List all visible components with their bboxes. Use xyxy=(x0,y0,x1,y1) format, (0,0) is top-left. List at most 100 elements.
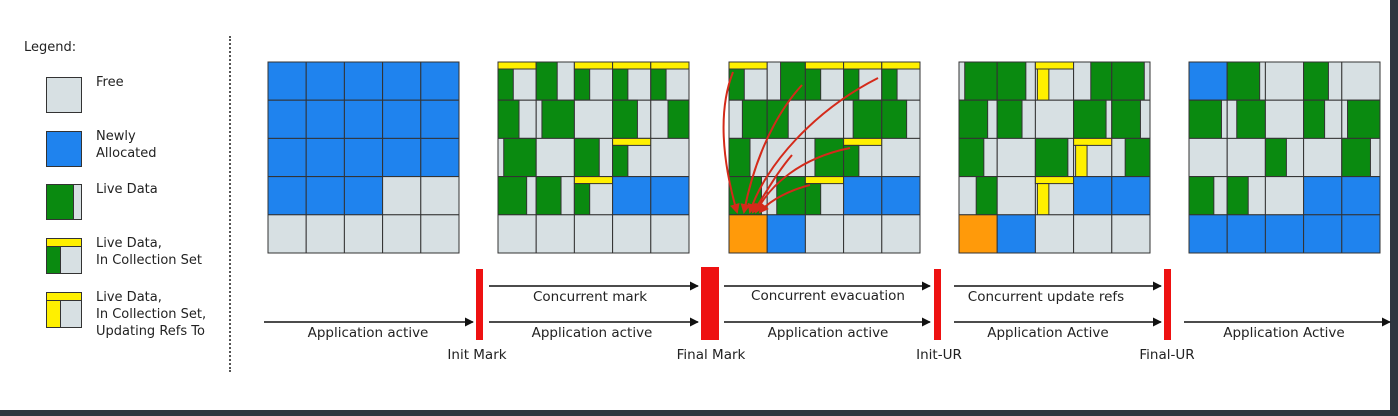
concurrent-update-refs-label: Concurrent update refs xyxy=(968,289,1124,305)
updating-refs-block xyxy=(1036,68,1050,101)
collection-set-marker xyxy=(612,61,652,70)
heap-region-free xyxy=(573,214,614,254)
heap-region-free xyxy=(267,214,307,254)
live-data-block xyxy=(1073,99,1107,139)
legend-divider xyxy=(229,36,231,372)
heap-region-newly-allocated xyxy=(612,176,652,216)
heap-region-newly-allocated xyxy=(343,99,384,139)
collection-set-marker xyxy=(1034,61,1075,70)
heap-region-newly-allocated xyxy=(1303,214,1343,254)
updating-refs-block xyxy=(1075,144,1088,178)
heap-region-newly-allocated xyxy=(267,99,307,139)
live-data-block xyxy=(780,61,806,101)
heap-region-free xyxy=(1188,137,1228,178)
live-data-block xyxy=(1111,99,1141,139)
collection-set-marker xyxy=(573,176,614,185)
newly-allocated-swatch xyxy=(46,131,82,167)
live-data-block xyxy=(741,99,768,139)
heap-region-free xyxy=(804,99,845,139)
init-mark-pause-bar xyxy=(476,269,483,340)
heap-region-free xyxy=(996,176,1036,216)
heap-region-free xyxy=(420,214,460,254)
heap-region-free xyxy=(1264,99,1305,139)
live-data-block xyxy=(612,144,629,178)
heap-region-free xyxy=(573,99,614,139)
legend-item-free: Free xyxy=(46,75,236,117)
live-data-block xyxy=(650,68,667,101)
legend-label-newly-allocated: Newly Allocated xyxy=(96,129,157,161)
heap-region-newly-allocated xyxy=(305,176,345,216)
live-data-block xyxy=(612,68,629,101)
live-data-block xyxy=(535,61,558,101)
live-data-block xyxy=(843,144,860,178)
heap-region-free xyxy=(804,214,845,254)
heap-region-newly-allocated xyxy=(1188,61,1228,101)
live-data-block xyxy=(541,99,575,139)
collection-set-marker xyxy=(650,61,690,70)
live-data-block xyxy=(1124,137,1151,178)
heap-region-free xyxy=(650,214,690,254)
live-data-block xyxy=(535,176,562,216)
heap-region-newly-allocated xyxy=(305,61,345,101)
live-data-swatch xyxy=(46,184,82,220)
live-data-block xyxy=(497,68,514,101)
live-data-block xyxy=(1090,61,1113,101)
heap-region-free xyxy=(382,176,422,216)
collection-set-marker xyxy=(1073,137,1113,146)
live-data-block xyxy=(996,99,1023,139)
final-mark-label: Final Mark xyxy=(677,347,746,363)
live-data-block xyxy=(1226,176,1249,216)
live-data-block xyxy=(1303,99,1326,139)
heap-region-newly-allocated xyxy=(420,61,460,101)
heap-region-free xyxy=(1264,61,1305,101)
legend-label-free: Free xyxy=(96,75,124,90)
app-label-2: Application active xyxy=(532,325,653,341)
legend-title: Legend: xyxy=(24,40,77,55)
heap-region-newly-allocated xyxy=(996,214,1036,254)
heap-region-free xyxy=(881,137,921,178)
heap-2-grid xyxy=(497,61,690,254)
legend-label-collection-set: Live Data, In Collection Set xyxy=(96,236,202,268)
live-data-block xyxy=(881,99,908,139)
heap-region-free xyxy=(1226,137,1266,178)
evacuation-arrow xyxy=(747,77,879,214)
live-data-block xyxy=(1188,176,1215,216)
legend-item-newly-allocated: Newly Allocated xyxy=(46,129,236,171)
window-right-edge xyxy=(1390,0,1398,410)
evacuation-arrow xyxy=(722,71,740,214)
heap-region-newly-allocated xyxy=(1303,176,1343,216)
window-bottom-edge xyxy=(0,410,1398,416)
heap-5-grid xyxy=(1188,61,1381,254)
live-data-block xyxy=(1264,137,1287,178)
heap-region-free xyxy=(766,137,806,178)
live-data-block xyxy=(1226,61,1261,101)
heap-region-evacuation-target xyxy=(728,214,768,254)
evacuation-arrows xyxy=(722,71,879,214)
collection-set-marker xyxy=(881,61,921,70)
live-data-block xyxy=(612,99,638,139)
init-ur-label: Init-UR xyxy=(916,347,962,363)
heap-region-newly-allocated xyxy=(766,214,806,254)
heap-region-newly-allocated xyxy=(343,61,384,101)
heap-region-newly-allocated xyxy=(1188,214,1228,254)
collection-set-marker xyxy=(573,61,614,70)
live-data-block xyxy=(843,68,860,101)
heap-region-free xyxy=(1264,176,1305,216)
heap-region-free xyxy=(382,214,422,254)
live-data-block xyxy=(975,176,998,216)
legend-label-live-data: Live Data xyxy=(96,182,158,197)
heap-region-free xyxy=(650,137,690,178)
heap-region-free xyxy=(1303,137,1343,178)
app-label-1: Application active xyxy=(308,325,429,341)
heap-region-free xyxy=(535,214,575,254)
heap-region-newly-allocated xyxy=(1111,176,1151,216)
collection-set-marker xyxy=(728,61,768,70)
heap-region-free xyxy=(535,137,575,178)
heap-region-newly-allocated xyxy=(305,137,345,178)
live-data-block xyxy=(958,137,985,178)
updating-refs-block xyxy=(1036,183,1050,216)
heap-region-newly-allocated xyxy=(1341,176,1381,216)
heap-region-free xyxy=(343,214,384,254)
heap-region-newly-allocated xyxy=(343,137,384,178)
